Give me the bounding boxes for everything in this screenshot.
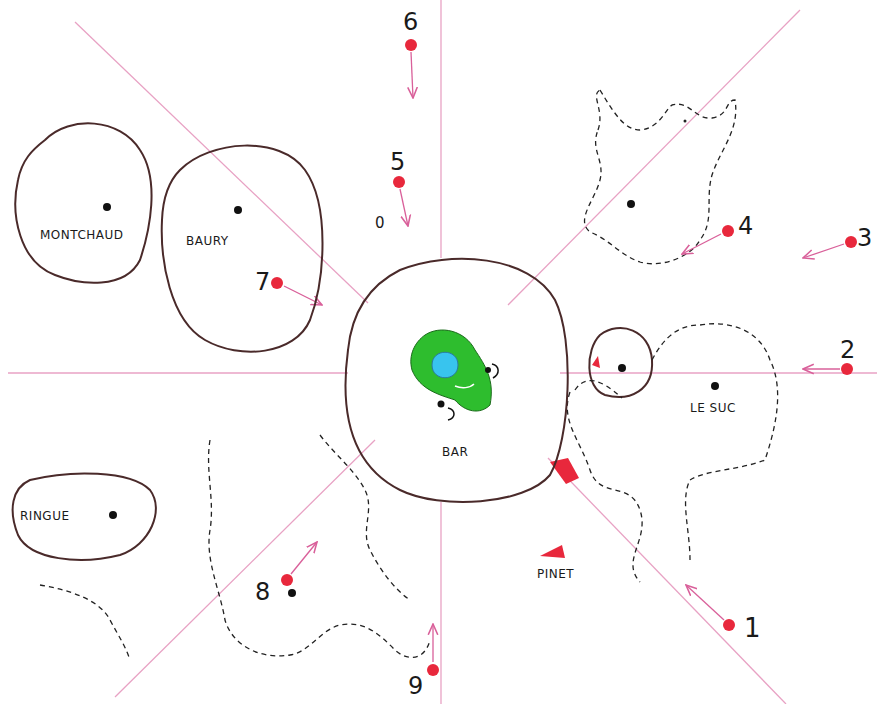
- callout-number: 7: [255, 270, 270, 294]
- callout-number: 5: [390, 150, 405, 174]
- outline-path: [162, 146, 323, 352]
- node-outline: [8, 112, 164, 292]
- outline-path: [15, 123, 151, 282]
- map-dot: [485, 367, 491, 373]
- callout-number: 1: [744, 615, 761, 641]
- place-name: LE SUC: [690, 401, 736, 415]
- place-name: PINET: [537, 567, 574, 581]
- callout-number: 4: [738, 214, 753, 238]
- dashed-regions: [40, 90, 736, 660]
- callout-number: 0: [375, 216, 385, 231]
- map-dot: [711, 382, 719, 390]
- place-name: BAR: [442, 445, 468, 459]
- outline-path: [567, 324, 777, 582]
- node-outline: [340, 248, 580, 513]
- viewpoint-arrows: [284, 52, 844, 662]
- map-dot: [438, 401, 445, 408]
- sector-lines: [8, 0, 877, 704]
- place-name: RINGUE: [20, 509, 70, 523]
- map-dot: [109, 511, 117, 519]
- village-outline: BAURY: [155, 132, 333, 362]
- red-mark: [592, 356, 600, 368]
- place-name: BAURY: [186, 234, 229, 248]
- village-outline: BAR: [340, 248, 580, 513]
- callout-number: 9: [408, 674, 423, 698]
- place-name: MONTCHAUD: [40, 228, 124, 242]
- locality-dots: [288, 200, 635, 597]
- red-mark: [550, 458, 579, 484]
- node-outline: [555, 315, 790, 590]
- map-dot: [234, 206, 242, 214]
- map-dot: [684, 120, 687, 123]
- village-outline: MONTCHAUD: [8, 112, 164, 292]
- red-marker: PINET: [528, 540, 592, 588]
- map-dot: [103, 203, 111, 211]
- outline-path: [448, 408, 454, 420]
- outline-path: [432, 352, 458, 378]
- outline-path: [346, 259, 568, 502]
- dashed-region: LE SUC: [555, 315, 790, 590]
- village-outline: RINGUE: [5, 465, 167, 570]
- node-outline: [155, 132, 333, 362]
- callout-number: 6: [403, 10, 418, 34]
- callout-number: 2: [840, 338, 855, 362]
- outline-path: [492, 364, 498, 378]
- callout-number: 8: [255, 580, 270, 604]
- hamlet-outline: [589, 328, 652, 397]
- outline-path: [13, 473, 156, 559]
- outline-path: [411, 330, 491, 411]
- outline-path: [540, 545, 565, 558]
- viewpoint-dots: [271, 39, 857, 676]
- outline-path: [455, 384, 474, 388]
- callout-number: 3: [857, 226, 872, 250]
